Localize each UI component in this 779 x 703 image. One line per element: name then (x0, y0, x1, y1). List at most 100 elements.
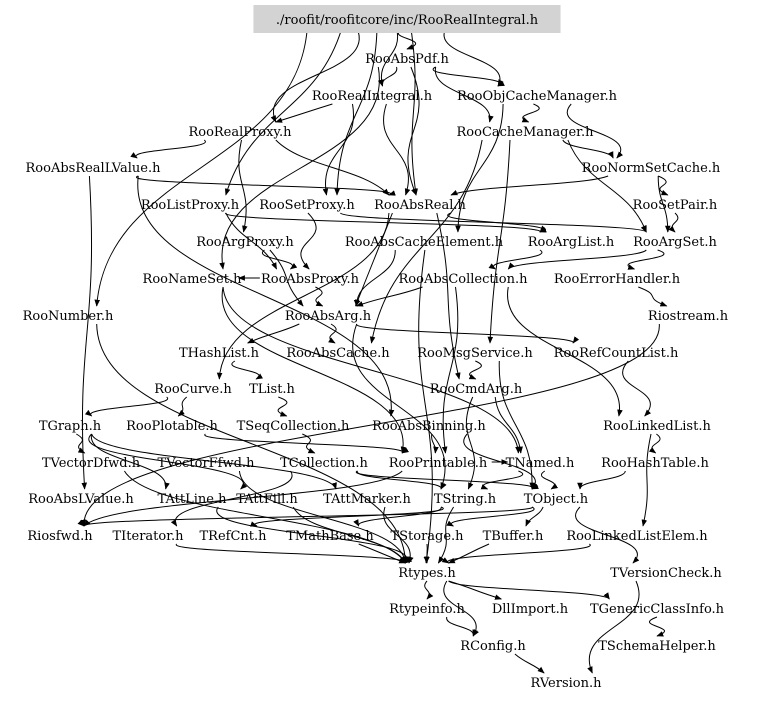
edge-root-to-roolistproxy (224, 27, 343, 196)
edge-tnamed-to-tstring (480, 470, 523, 490)
node-tbuffer[interactable]: TBuffer.h (483, 529, 544, 544)
node-rooargset[interactable]: RooArgSet.h (633, 235, 717, 250)
node-rooarglist[interactable]: RooArgList.h (528, 235, 615, 250)
node-label: RooHashTable.h (601, 456, 709, 471)
node-rooargproxy[interactable]: RooArgProxy.h (196, 235, 294, 250)
edge-rtypeinfo-to-rconfig (446, 616, 478, 637)
node-rooabscache[interactable]: RooAbsCache.h (286, 346, 390, 361)
node-tmathbase[interactable]: TMathBase.h (286, 529, 374, 544)
node-rooabsbinning[interactable]: RooAbsBinning.h (372, 419, 486, 434)
node-tstorage[interactable]: TStorage.h (390, 529, 464, 544)
edge-rooabspdf-to-rooabsreal (407, 66, 420, 196)
node-roolinkedlistelem[interactable]: RooLinkedListElem.h (566, 529, 708, 544)
node-titerator[interactable]: TIterator.h (112, 529, 184, 544)
node-riostream[interactable]: Riostream.h (648, 309, 729, 324)
node-roonameset[interactable]: RooNameSet.h (143, 272, 243, 287)
node-roorealproxy[interactable]: RooRealProxy.h (188, 125, 292, 140)
node-tlist[interactable]: TList.h (249, 382, 295, 397)
node-tstring[interactable]: TString.h (434, 492, 497, 507)
node-roocachemanager[interactable]: RooCacheManager.h (457, 125, 595, 140)
edge-rtypes-to-tgenericclassinfo (448, 580, 610, 600)
node-tgenericclassinfo[interactable]: TGenericClassInfo.h (590, 602, 725, 617)
node-tseqcollection[interactable]: TSeqCollection.h (237, 419, 350, 434)
node-rooabsarg[interactable]: RooAbsArg.h (285, 309, 372, 324)
node-tattfill[interactable]: TAttFill.h (236, 492, 298, 507)
node-tgraph[interactable]: TGraph.h (39, 419, 102, 434)
node-label: RooAbsCache.h (286, 346, 390, 361)
edge-rooprintable-to-riosfwd (83, 470, 403, 527)
edge-rooabspdf-to-roocachemanager (435, 66, 494, 123)
edge-rooabsreal-to-roocurve (216, 212, 390, 380)
node-label: TObject.h (524, 492, 589, 507)
node-roolinkedlist[interactable]: RooLinkedList.h (603, 419, 711, 434)
node-rooprintable[interactable]: RooPrintable.h (389, 456, 488, 471)
node-trefcnt[interactable]: TRefCnt.h (199, 529, 267, 544)
node-label: RVersion.h (531, 676, 603, 691)
edge-rooarglist-to-rooabscollection (488, 249, 543, 270)
node-roosetpair[interactable]: RooSetPair.h (633, 198, 718, 213)
edge-roohashtable-to-tobject (577, 470, 626, 490)
edge-rooabscollection-to-roolinkedlist (507, 286, 623, 417)
node-rooabscollection[interactable]: RooAbsCollection.h (399, 272, 529, 287)
node-rooabsreal[interactable]: RooAbsReal.h (374, 198, 466, 213)
node-tvectorffwd[interactable]: TVectorFfwd.h (158, 456, 256, 471)
node-label: Riosfwd.h (27, 529, 93, 544)
node-label: RooPlotable.h (126, 419, 218, 434)
node-rooerrorhandler[interactable]: RooErrorHandler.h (554, 272, 681, 287)
node-roorealintegral[interactable]: RooRealIntegral.h (312, 89, 433, 104)
node-rtypeinfo[interactable]: Rtypeinfo.h (389, 602, 465, 617)
node-rooabslvalue[interactable]: RooAbsLValue.h (28, 492, 134, 507)
node-roonormsetcache[interactable]: RooNormSetCache.h (582, 161, 721, 176)
node-tvectordfwd[interactable]: TVectorDfwd.h (42, 456, 141, 471)
node-roorefcountlist[interactable]: RooRefCountList.h (554, 346, 679, 361)
edge-roolistproxy-to-rooabsproxy (225, 212, 278, 270)
node-root[interactable]: ./roofit/roofitcore/inc/RooRealIntegral.… (253, 5, 561, 33)
node-roolistproxy[interactable]: RooListProxy.h (141, 198, 240, 213)
node-rooobjcachemanager[interactable]: RooObjCacheManager.h (457, 89, 618, 104)
edge-tobject-to-tstorage (446, 506, 535, 527)
edge-tcollection-to-titerator (170, 470, 293, 527)
node-thashlist[interactable]: THashList.h (179, 346, 260, 361)
node-tnamed[interactable]: TNamed.h (506, 456, 575, 471)
edge-rooabspdf-to-roonameset (219, 66, 380, 270)
node-rooabscacheelement[interactable]: RooAbsCacheElement.h (345, 235, 504, 250)
node-roocurve[interactable]: RooCurve.h (154, 382, 232, 397)
node-label: RooAbsProxy.h (261, 272, 360, 287)
node-tattmarker[interactable]: TAttMarker.h (323, 492, 411, 507)
node-roohashtable[interactable]: RooHashTable.h (601, 456, 709, 471)
node-rversion[interactable]: RVersion.h (531, 676, 603, 691)
node-tattline[interactable]: TAttLine.h (158, 492, 228, 507)
node-label: TRefCnt.h (199, 529, 267, 544)
edge-roorealintegral-to-roosetproxy (322, 103, 355, 196)
edge-roolinkedlistelem-to-rtypes (441, 543, 591, 564)
edge-tversioncheck-to-rversion (587, 580, 640, 674)
node-rooabsproxy[interactable]: RooAbsProxy.h (261, 272, 360, 287)
node-rooabspdf[interactable]: RooAbsPdf.h (365, 52, 449, 67)
node-roocmdarg[interactable]: RooCmdArg.h (430, 382, 523, 397)
node-rooabsreallvalue[interactable]: RooAbsRealLValue.h (26, 161, 162, 176)
node-label: RooSetProxy.h (259, 198, 355, 213)
edge-tmathbase-to-rtypes (358, 543, 407, 564)
node-label: TBuffer.h (483, 529, 544, 544)
node-roosetproxy[interactable]: RooSetProxy.h (259, 198, 355, 213)
edge-rooabsreallvalue-to-rooabslvalue (81, 175, 93, 490)
node-roomsgservice[interactable]: RooMsgService.h (417, 346, 533, 361)
node-label: RooSetPair.h (633, 198, 718, 213)
node-label: RooListProxy.h (141, 198, 240, 213)
node-dllimport[interactable]: DllImport.h (492, 602, 569, 617)
node-label: RooRealProxy.h (188, 125, 292, 140)
edge-roocachemanager-to-roomsgservice (487, 139, 511, 344)
node-rconfig[interactable]: RConfig.h (460, 639, 526, 654)
edge-rooabsarg-to-tstring (352, 323, 446, 490)
edge-tgraph-to-tattmarker (91, 433, 337, 490)
node-rooplotable[interactable]: RooPlotable.h (126, 419, 218, 434)
node-riosfwd[interactable]: Riosfwd.h (27, 529, 93, 544)
node-tobject[interactable]: TObject.h (524, 492, 589, 507)
node-tcollection[interactable]: TCollection.h (280, 456, 368, 471)
node-rtypes[interactable]: Rtypes.h (398, 566, 456, 581)
edge-rooabsreal-to-roocmdarg (436, 212, 461, 380)
node-roonumber[interactable]: RooNumber.h (23, 309, 114, 324)
node-tschemahelper[interactable]: TSchemaHelper.h (598, 639, 716, 654)
edge-tstring-to-tmathbase (353, 506, 442, 527)
node-tversioncheck[interactable]: TVersionCheck.h (610, 566, 722, 581)
